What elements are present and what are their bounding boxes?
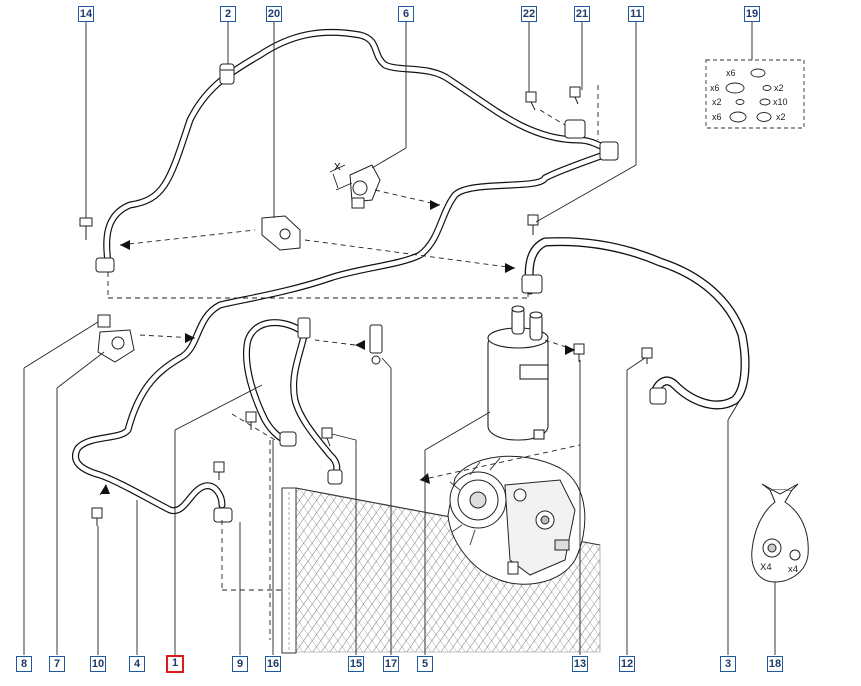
bolt-15[interactable] — [321, 427, 343, 485]
seal-qty-6: x6 — [712, 112, 722, 122]
callout-13[interactable]: 13 — [572, 656, 588, 672]
flange-drier[interactable] — [521, 274, 543, 294]
clip-20[interactable] — [261, 215, 301, 251]
callout-11[interactable]: 11 — [628, 6, 644, 22]
callout-9[interactable]: 9 — [232, 656, 248, 672]
seal-qty-2: x6 — [710, 83, 720, 93]
callout-5[interactable]: 5 — [417, 656, 433, 672]
callout-8[interactable]: 8 — [16, 656, 32, 672]
callout-16[interactable]: 16 — [265, 656, 281, 672]
seal-kit-19[interactable] — [705, 59, 805, 129]
condenser[interactable] — [281, 487, 601, 654]
bolt-16[interactable] — [245, 411, 297, 447]
bracket-7[interactable] — [97, 314, 135, 363]
callout-20[interactable]: 20 — [266, 6, 282, 22]
bolt-21[interactable] — [569, 86, 581, 105]
callout-19[interactable]: 19 — [744, 6, 760, 22]
dimension-x-label: X — [334, 162, 341, 173]
callout-4[interactable]: 4 — [129, 656, 145, 672]
flange-21[interactable] — [564, 119, 586, 139]
cap-2[interactable] — [219, 63, 235, 85]
seal-qty-7: x2 — [776, 112, 786, 122]
callout-10[interactable]: 10 — [90, 656, 106, 672]
callout-1-selected[interactable]: 1 — [166, 655, 184, 673]
callout-18[interactable]: 18 — [767, 656, 783, 672]
seal-qty-4: x2 — [712, 97, 722, 107]
seal-qty-5: x10 — [773, 97, 788, 107]
bolt-12[interactable] — [641, 347, 667, 405]
high-pressure-pipe-upper[interactable] — [103, 28, 619, 266]
condenser-pipe-loop[interactable] — [243, 319, 341, 484]
grommet-bag-18[interactable] — [751, 483, 809, 583]
valve-17[interactable] — [297, 317, 383, 365]
dimension-x-mark — [329, 164, 353, 191]
compressor[interactable] — [447, 455, 586, 585]
callout-2[interactable]: 2 — [220, 6, 236, 22]
fitting-14[interactable] — [79, 217, 115, 273]
bolt-11[interactable] — [527, 214, 539, 235]
seal-qty-3: x2 — [774, 83, 784, 93]
callout-6[interactable]: 6 — [398, 6, 414, 22]
high-pressure-pipe-main[interactable] — [72, 148, 616, 515]
seal-qty-1: x6 — [726, 68, 736, 78]
low-pressure-pipe-right[interactable] — [524, 237, 750, 410]
grommet-qty-2: x4 — [788, 564, 799, 575]
callout-22[interactable]: 22 — [521, 6, 537, 22]
callout-14[interactable]: 14 — [78, 6, 94, 22]
pressure-switch-6[interactable] — [349, 164, 381, 209]
callout-17[interactable]: 17 — [383, 656, 399, 672]
callout-15[interactable]: 15 — [348, 656, 364, 672]
callout-3[interactable]: 3 — [720, 656, 736, 672]
bolt-13[interactable] — [573, 343, 585, 362]
callout-12[interactable]: 12 — [619, 656, 635, 672]
bolt-10[interactable] — [91, 507, 103, 526]
callout-7[interactable]: 7 — [49, 656, 65, 672]
bolt-22[interactable] — [525, 91, 537, 111]
receiver-drier[interactable] — [487, 305, 549, 441]
grommet-qty-1: X4 — [760, 562, 772, 573]
callout-21[interactable]: 21 — [574, 6, 590, 22]
bolt-9[interactable] — [213, 461, 233, 523]
flange-11[interactable] — [599, 141, 619, 161]
